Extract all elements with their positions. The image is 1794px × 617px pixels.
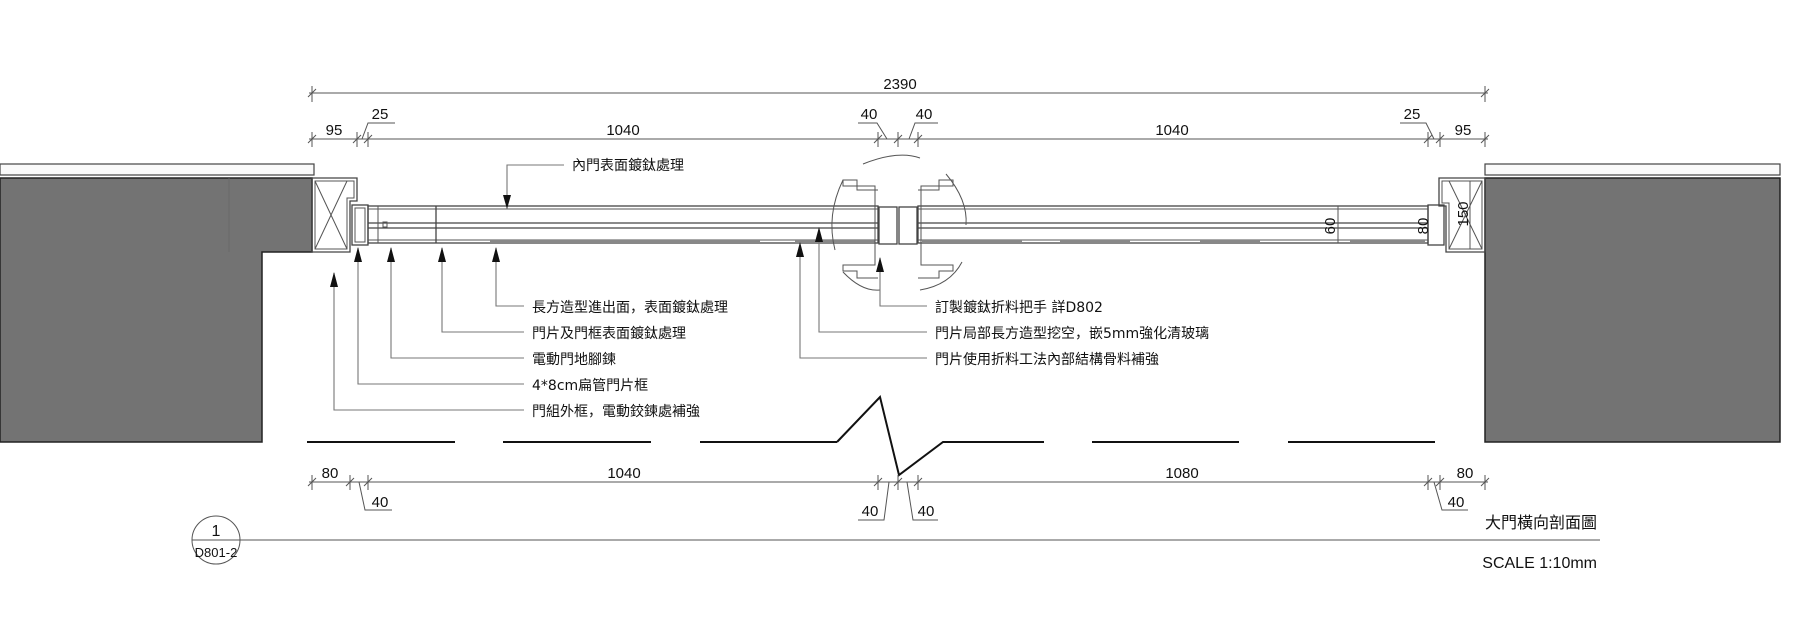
title-block <box>191 515 1600 565</box>
drawing-title: 大門橫向剖面圖 <box>1485 513 1597 532</box>
arrow-icon <box>876 257 884 272</box>
label-right-2: 門片使用折料工法內部結構骨料補強 <box>935 351 1159 368</box>
dim-leader <box>1400 122 1435 140</box>
right-titanium-panel <box>1350 240 1425 244</box>
dim-tick-slash <box>1435 477 1445 487</box>
dim-leader <box>906 481 938 521</box>
dim-tick-slash <box>363 477 373 487</box>
dim-tick-slash <box>873 477 883 487</box>
dim-vertical-60: 60 <box>1322 218 1339 235</box>
left-outer-frame <box>311 177 369 253</box>
arrow-icon <box>354 247 362 262</box>
dim-tick-slash <box>1435 134 1445 144</box>
arrow-icon <box>330 272 338 287</box>
dim-tick-slash <box>307 134 317 144</box>
dim-top-0: 95 <box>326 122 343 139</box>
callout-sheet: D801-2 <box>195 545 238 560</box>
dim-bottom-6: 40 <box>1448 494 1465 511</box>
dim-leader <box>1433 481 1468 511</box>
label-top: 內門表面鍍鈦處理 <box>572 157 684 174</box>
dim-bottom-0: 80 <box>322 465 339 482</box>
dim-bottom-4: 40 <box>918 503 935 520</box>
arrow-icon <box>438 247 446 262</box>
dim-vertical-150: 150 <box>1455 201 1472 226</box>
dim-tick-slash <box>913 477 923 487</box>
right-outer-frame <box>1427 177 1486 253</box>
arrow-icon <box>796 242 804 257</box>
dim-overall: 2390 <box>883 76 916 93</box>
left-door-leaf <box>367 205 879 244</box>
left-wall <box>0 163 315 443</box>
dim-leader <box>858 481 890 521</box>
arrow-icon <box>492 247 500 262</box>
dim-tick-slash <box>352 134 362 144</box>
dim-tick-slash <box>363 134 373 144</box>
dim-bottom-3: 40 <box>862 503 879 520</box>
dim-bottom-2: 1040 <box>607 465 640 482</box>
label-left-1: 門片及門框表面鍍鈦處理 <box>532 325 686 342</box>
dim-leader <box>358 481 392 511</box>
break-line <box>836 394 1044 477</box>
dim-tick-slash <box>1423 134 1433 144</box>
right-countertop <box>1484 163 1781 176</box>
dim-top-2: 1040 <box>606 122 639 139</box>
dim-vertical-80: 80 <box>1415 218 1432 235</box>
dim-tick-slash <box>873 134 883 144</box>
dim-top-7: 95 <box>1455 122 1472 139</box>
dim-tick-slash <box>893 134 903 144</box>
dim-bottom-5: 1080 <box>1165 465 1198 482</box>
dim-top-5: 1040 <box>1155 122 1188 139</box>
label-left-2: 電動門地腳鍊 <box>532 352 616 368</box>
dim-bottom-7: 80 <box>1457 465 1474 482</box>
dim-tick-slash <box>1423 477 1433 487</box>
dim-top-1: 25 <box>372 106 389 123</box>
dim-tick-slash <box>1480 134 1490 144</box>
dim-leader <box>361 122 395 140</box>
dim-top-4: 40 <box>916 106 933 123</box>
dim-tick-slash <box>345 477 355 487</box>
ground-line <box>307 394 1435 477</box>
right-door-leaf <box>917 205 1429 244</box>
label-left-0: 長方造型進出面，表面鍍鈦處理 <box>532 299 728 316</box>
bottom-dimensions <box>307 475 1490 521</box>
arrow-icon <box>387 247 395 262</box>
dim-tick-slash <box>307 477 317 487</box>
dim-top-6: 25 <box>1404 106 1421 123</box>
dim-tick-slash <box>893 477 903 487</box>
label-left-3: 4*8cm扁管門片框 <box>532 378 648 394</box>
label-right-1: 門片局部長方造型挖空，嵌5mm強化清玻璃 <box>935 325 1209 342</box>
dim-leader <box>858 122 888 140</box>
label-left-4: 門組外框，電動鉸鍊處補強 <box>532 403 700 420</box>
right-wall-mass <box>1484 177 1781 443</box>
dim-top-3: 40 <box>861 106 878 123</box>
dim-tick-slash <box>1480 477 1490 487</box>
arrow-icon <box>815 227 823 242</box>
left-countertop <box>0 163 315 176</box>
right-wall <box>1484 163 1781 443</box>
dim-leader <box>908 122 938 140</box>
left-wall-mass <box>0 177 313 443</box>
dim-bottom-1: 40 <box>372 494 389 511</box>
top-dimensions <box>307 86 1490 147</box>
label-right-0: 訂製鍍鈦折料把手 詳D802 <box>935 299 1103 316</box>
callout-number: 1 <box>212 523 221 540</box>
left-titanium-panel <box>490 240 760 244</box>
door-handle-detail <box>831 154 967 291</box>
leaders <box>330 164 927 411</box>
drawing-scale: SCALE 1:10mm <box>1482 555 1597 572</box>
arrow-icon <box>503 195 511 209</box>
dim-tick-slash <box>913 134 923 144</box>
